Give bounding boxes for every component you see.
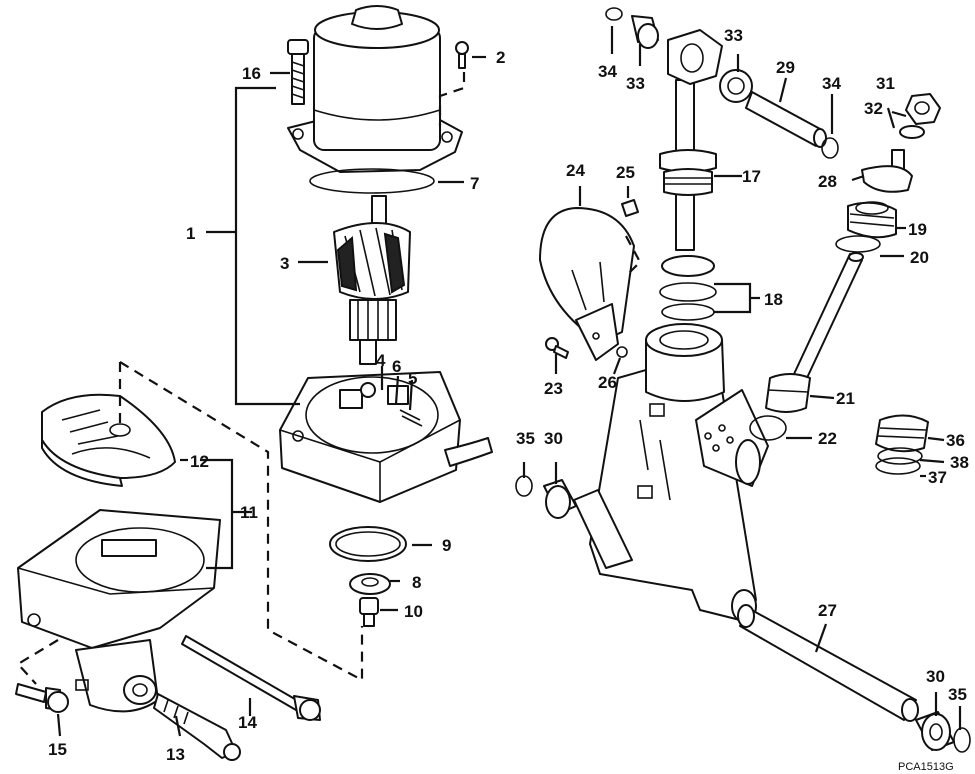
o-ring-7 <box>309 168 435 194</box>
armature <box>333 195 411 365</box>
callout-33-right: 33 <box>724 26 743 45</box>
callout-12: 12 <box>190 452 209 471</box>
plate-12 <box>41 393 176 487</box>
callout-29: 29 <box>776 58 795 77</box>
callout-24: 24 <box>566 161 585 180</box>
callout-30-right: 30 <box>926 667 945 686</box>
screw-23 <box>545 337 569 359</box>
o-ring-22 <box>749 415 787 441</box>
washer-32 <box>899 125 925 139</box>
callout-38: 38 <box>950 453 969 472</box>
callout-6: 6 <box>392 357 401 376</box>
screw-16 <box>287 39 309 105</box>
pin-25 <box>621 199 639 217</box>
callout-36: 36 <box>946 431 965 450</box>
callout-25: 25 <box>616 163 635 182</box>
piston-rod <box>659 29 723 321</box>
valve-13 <box>153 693 241 761</box>
screw-2 <box>455 41 469 69</box>
washer-8 <box>349 573 391 595</box>
cap-28 <box>861 149 913 193</box>
callout-11: 11 <box>240 503 258 522</box>
figure-code: PCA1513G <box>898 761 954 773</box>
tilt-cylinder-body <box>573 323 769 623</box>
callout-26: 26 <box>598 373 617 392</box>
ring-35-left <box>515 475 533 497</box>
callout-13: 13 <box>166 745 185 764</box>
shroud-24 <box>539 207 642 361</box>
callout-34-right: 34 <box>822 74 841 93</box>
motor-housing <box>287 5 463 173</box>
brush-plate-housing <box>279 371 493 503</box>
callout-23: 23 <box>544 379 563 398</box>
callout-35-right: 35 <box>948 685 967 704</box>
callout-19: 19 <box>908 220 927 239</box>
callout-10: 10 <box>404 602 423 621</box>
callout-3: 3 <box>280 254 289 273</box>
screw-15 <box>15 683 69 713</box>
callout-15: 15 <box>48 740 67 759</box>
callout-9: 9 <box>442 536 451 555</box>
callout-34-left: 34 <box>598 62 617 81</box>
ring-35-right <box>953 727 971 753</box>
seal-stack-36-38 <box>875 414 929 475</box>
callout-5: 5 <box>408 369 417 388</box>
bolt-14 <box>181 635 321 721</box>
pin-26 <box>616 346 628 358</box>
bushing-30-right <box>915 711 955 751</box>
callout-28: 28 <box>818 172 837 191</box>
callout-35-left: 35 <box>516 429 535 448</box>
callout-labels: 1 2 3 4 5 6 7 8 9 10 11 12 13 14 15 16 1… <box>48 26 969 764</box>
trim-rod-21 <box>765 252 864 413</box>
fitting-19 <box>847 201 897 239</box>
pin-29 <box>745 91 827 148</box>
callout-21: 21 <box>836 389 855 408</box>
nut-31 <box>905 93 941 125</box>
callout-22: 22 <box>818 429 837 448</box>
ring-34-left <box>605 7 623 21</box>
callout-8: 8 <box>412 573 421 592</box>
callout-14: 14 <box>238 713 257 732</box>
bushing-33-right <box>719 69 753 103</box>
leader-lines <box>56 26 962 737</box>
callout-27: 27 <box>818 601 837 620</box>
o-ring-9 <box>329 526 407 562</box>
callout-17: 17 <box>742 167 761 186</box>
ring-34-right <box>821 137 839 159</box>
o-ring-20 <box>835 235 881 253</box>
callout-2: 2 <box>496 48 505 67</box>
callout-1: 1 <box>186 224 195 243</box>
callout-16: 16 <box>242 64 261 83</box>
callout-18: 18 <box>764 290 783 309</box>
callout-20: 20 <box>910 248 929 267</box>
callout-7: 7 <box>470 174 479 193</box>
coupler-10 <box>359 597 379 627</box>
callout-31: 31 <box>876 74 895 93</box>
pump-base <box>17 509 221 713</box>
callout-32: 32 <box>864 99 883 118</box>
assembly-dashed-lines <box>16 361 364 685</box>
callout-37: 37 <box>928 468 947 487</box>
callout-33-left: 33 <box>626 74 645 93</box>
callout-4: 4 <box>376 351 386 370</box>
bushing-33-left <box>631 15 659 49</box>
bushing-30-left <box>543 479 577 519</box>
callout-30-left: 30 <box>544 429 563 448</box>
tube-27 <box>737 604 919 722</box>
